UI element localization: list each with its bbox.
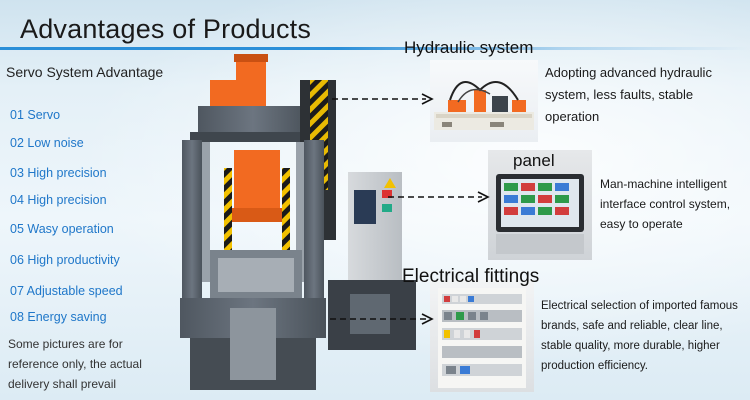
control-panel-photo <box>488 150 592 260</box>
advantage-item: 06 High productivity <box>10 253 120 267</box>
disclaimer-note: Some pictures are for reference only, th… <box>8 337 142 391</box>
hydraulic-system-description: Adopting advanced hydraulic system, less… <box>545 65 712 124</box>
advantage-item: 07 Adjustable speed <box>10 284 123 298</box>
page-title: Advantages of Products <box>20 14 312 44</box>
electrical-fittings-description: Electrical selection of imported famous … <box>541 300 738 372</box>
advantage-item: 01 Servo <box>10 108 61 122</box>
advantage-item: 03 High precision <box>10 166 107 180</box>
electrical-arrow <box>330 313 434 325</box>
hydraulic-arrow <box>332 93 434 105</box>
hydraulic-system-photo <box>430 60 538 142</box>
electrical-fittings-title: Electrical fittings <box>402 266 540 287</box>
advantage-item: 04 High precision <box>10 193 107 207</box>
title-underline <box>0 47 750 50</box>
panel-description: Man-machine intelligent interface contro… <box>600 177 731 231</box>
advantage-item: 05 Wasy operation <box>10 222 114 236</box>
hydraulic-system-title: Hydraulic system <box>404 38 534 57</box>
advantage-item: 02 Low noise <box>10 136 84 150</box>
panel-arrow <box>388 191 490 203</box>
electrical-fittings-photo <box>430 280 534 392</box>
panel-title: panel <box>513 151 555 170</box>
hydraulic-press-image <box>180 54 416 390</box>
advantage-item: 08 Energy saving <box>10 310 107 324</box>
servo-advantage-heading: Servo System Advantage <box>6 64 164 80</box>
